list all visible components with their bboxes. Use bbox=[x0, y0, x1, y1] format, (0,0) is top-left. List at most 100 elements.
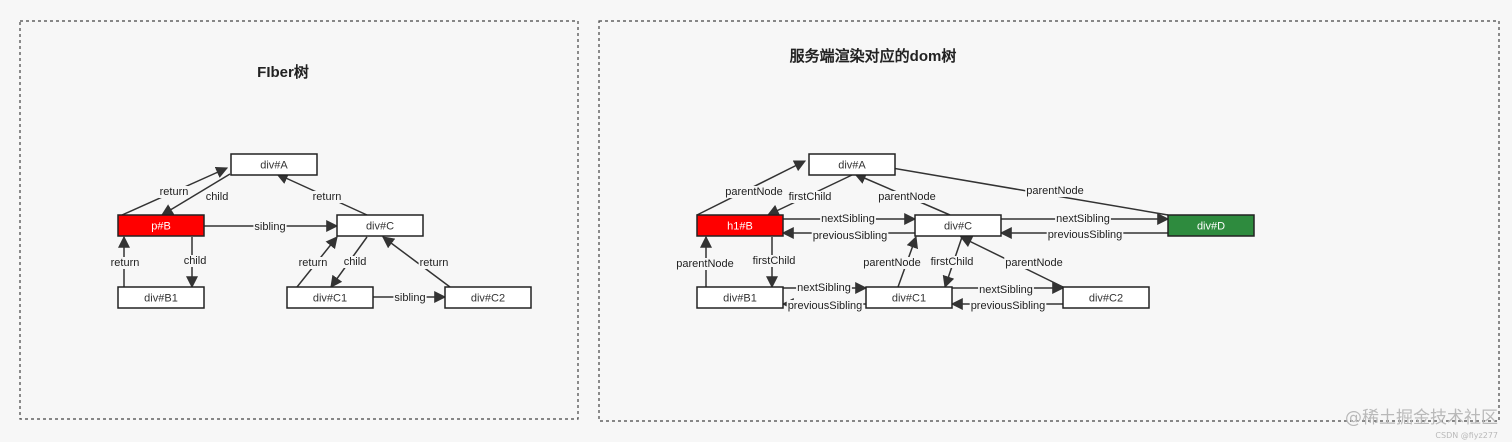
fiber-node-label: div#C2 bbox=[471, 293, 505, 305]
fiber-node-label: div#B1 bbox=[144, 293, 178, 305]
dom-edge-label-previoussibling: previousSibling bbox=[971, 300, 1046, 312]
fiber-edge-label-return: return bbox=[313, 191, 342, 203]
fiber-edge-label-return: return bbox=[420, 257, 449, 269]
dom-edge-label-parentnode: parentNode bbox=[1026, 185, 1084, 197]
fiber-node-box bbox=[117, 286, 205, 309]
dom-edge-label-firstchild: firstChild bbox=[753, 255, 796, 267]
fiber-node-box bbox=[230, 153, 318, 176]
fiber-edge-a-to-b bbox=[160, 173, 231, 216]
dom-edge-label-bg bbox=[787, 191, 833, 203]
dom-node-label: h1#B bbox=[727, 221, 753, 233]
dom-node-div-c1: div#C1 bbox=[865, 286, 953, 309]
dom-node-label: div#B1 bbox=[723, 293, 757, 305]
dom-edge-label-bg bbox=[969, 300, 1047, 312]
dom-node-box bbox=[914, 214, 1002, 237]
dom-edge-label-bg bbox=[1055, 213, 1111, 225]
fiber-edge-label-bg bbox=[109, 257, 141, 269]
fiber-edge-label-bg bbox=[342, 256, 368, 268]
dom-edge-label-bg bbox=[820, 213, 876, 225]
fiber-node-div-a: div#A bbox=[230, 153, 318, 176]
dom-edge-label-bg bbox=[675, 258, 735, 270]
fiber-node-box bbox=[336, 214, 424, 237]
fiber-node-div-c1: div#C1 bbox=[286, 286, 374, 309]
dom-node-div-b1: div#B1 bbox=[696, 286, 784, 309]
fiber-edge-label-child: child bbox=[344, 256, 367, 268]
dom-panel-title: 服务端渲染对应的dom树 bbox=[790, 47, 957, 65]
fiber-edge-label-bg bbox=[393, 292, 427, 304]
fiber-node-label: div#A bbox=[260, 160, 288, 172]
dom-node-box bbox=[1167, 214, 1255, 237]
fiber-node-box bbox=[286, 286, 374, 309]
fiber-panel bbox=[19, 20, 579, 420]
dom-node-label: div#C1 bbox=[892, 293, 926, 305]
dom-node-box bbox=[865, 286, 953, 309]
fiber-edge-label-return: return bbox=[160, 186, 189, 198]
dom-edge-label-previoussibling: previousSibling bbox=[813, 230, 888, 242]
dom-node-label: div#A bbox=[838, 160, 866, 172]
dom-edge-d-to-a bbox=[878, 161, 1169, 216]
dom-edge-label-parentnode: parentNode bbox=[676, 258, 734, 270]
dom-node-label: div#D bbox=[1197, 221, 1225, 233]
fiber-node-label: div#C bbox=[366, 221, 394, 233]
dom-edge-label-previoussibling: previousSibling bbox=[1048, 229, 1123, 241]
dom-node-box bbox=[1062, 286, 1150, 309]
dom-node-div-c: div#C bbox=[914, 214, 1002, 237]
dom-edge-label-nextsibling: nextSibling bbox=[1056, 213, 1110, 225]
dom-edge-label-bg bbox=[877, 191, 937, 203]
fiber-edge-label-bg bbox=[253, 221, 287, 233]
dom-edge-label-bg bbox=[796, 282, 852, 294]
fiber-edge-label-sibling: sibling bbox=[394, 292, 425, 304]
watermark-main: @稀土掘金技术社区 bbox=[1345, 408, 1498, 428]
watermark-sub: CSDN @fiyz277 bbox=[1435, 431, 1498, 440]
dom-node-box bbox=[696, 214, 784, 237]
fiber-node-label: p#B bbox=[151, 221, 171, 233]
dom-edge-label-bg bbox=[1025, 185, 1085, 197]
fiber-node-box bbox=[444, 286, 532, 309]
dom-edge-label-firstchild: firstChild bbox=[789, 191, 832, 203]
dom-node-div-d: div#D bbox=[1167, 214, 1255, 237]
dom-edge-label-parentnode: parentNode bbox=[1005, 257, 1063, 269]
dom-edge-label-parentnode: parentNode bbox=[863, 257, 921, 269]
fiber-node-div-c2: div#C2 bbox=[444, 286, 532, 309]
dom-node-label: div#C2 bbox=[1089, 293, 1123, 305]
fiber-edge-label-child: child bbox=[184, 255, 207, 267]
fiber-edge-label-bg bbox=[182, 255, 208, 267]
dom-edge-label-firstchild: firstChild bbox=[931, 256, 974, 268]
dom-node-div-a: div#A bbox=[808, 153, 896, 176]
dom-panel bbox=[598, 20, 1500, 422]
dom-edge-label-bg bbox=[724, 186, 784, 198]
fiber-edge-label-bg bbox=[297, 257, 329, 269]
dom-node-box bbox=[808, 153, 896, 176]
fiber-node-p-b: p#B bbox=[117, 214, 205, 237]
fiber-node-label: div#C1 bbox=[313, 293, 347, 305]
fiber-node-box bbox=[117, 214, 205, 237]
dom-node-h1-b: h1#B bbox=[696, 214, 784, 237]
fiber-edge-label-bg bbox=[158, 186, 190, 198]
dom-edge-label-bg bbox=[811, 230, 889, 242]
dom-edge-label-bg bbox=[862, 257, 922, 269]
fiber-node-div-b1: div#B1 bbox=[117, 286, 205, 309]
fiber-edge-label-bg bbox=[311, 191, 343, 203]
fiber-edge-label-bg bbox=[418, 257, 450, 269]
dom-edge-label-nextsibling: nextSibling bbox=[797, 282, 851, 294]
dom-edge-label-bg bbox=[1046, 229, 1124, 241]
dom-node-label: div#C bbox=[944, 221, 972, 233]
dom-edge-label-bg bbox=[786, 300, 864, 312]
fiber-edge-label-sibling: sibling bbox=[254, 221, 285, 233]
fiber-edge-label-bg bbox=[204, 191, 230, 203]
dom-edge-label-bg bbox=[929, 256, 975, 268]
dom-edge-label-parentnode: parentNode bbox=[878, 191, 936, 203]
fiber-edge-label-return: return bbox=[299, 257, 328, 269]
dom-node-box bbox=[696, 286, 784, 309]
dom-node-div-c2: div#C2 bbox=[1062, 286, 1150, 309]
fiber-edge-c2-to-c bbox=[382, 236, 451, 288]
dom-edge-label-parentnode: parentNode bbox=[725, 186, 783, 198]
fiber-node-div-c: div#C bbox=[336, 214, 424, 237]
dom-edge-label-previoussibling: previousSibling bbox=[788, 300, 863, 312]
fiber-panel-title: FIber树 bbox=[257, 63, 309, 81]
dom-edge-label-bg bbox=[751, 255, 797, 267]
dom-edge-label-bg bbox=[1004, 257, 1064, 269]
fiber-edge-label-child: child bbox=[206, 191, 229, 203]
dom-edge-label-nextsibling: nextSibling bbox=[979, 284, 1033, 296]
fiber-edge-label-return: return bbox=[111, 257, 140, 269]
